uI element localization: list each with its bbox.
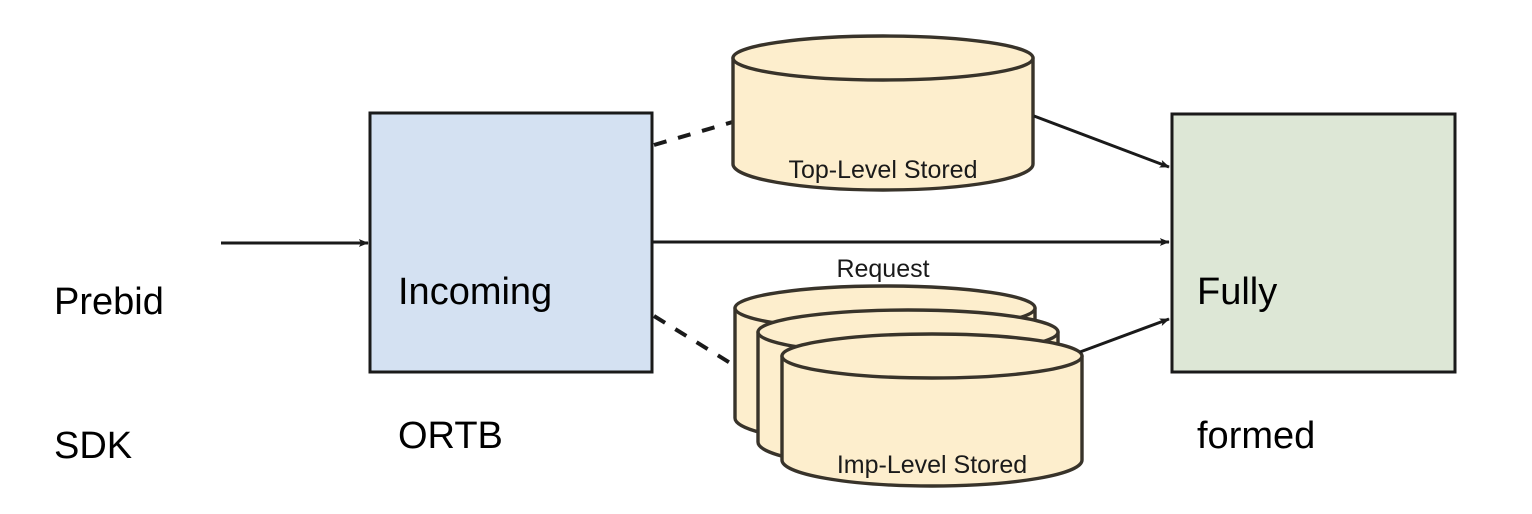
edge-toplevel-to-output — [1033, 114, 1170, 169]
edge-incoming-to-toplevel — [653, 119, 737, 147]
node-incoming-ortb-skeleton[interactable] — [368, 111, 654, 374]
cylinder-front — [780, 332, 1084, 488]
node-top-level-stored-request[interactable] — [731, 34, 1035, 192]
node-fully-formed-ortb[interactable] — [1170, 112, 1457, 374]
edge-incoming-to-implevel — [652, 314, 742, 371]
edge-implevel-to-output — [1079, 317, 1170, 354]
node-imp-level-stored-requests[interactable] — [733, 284, 1084, 488]
